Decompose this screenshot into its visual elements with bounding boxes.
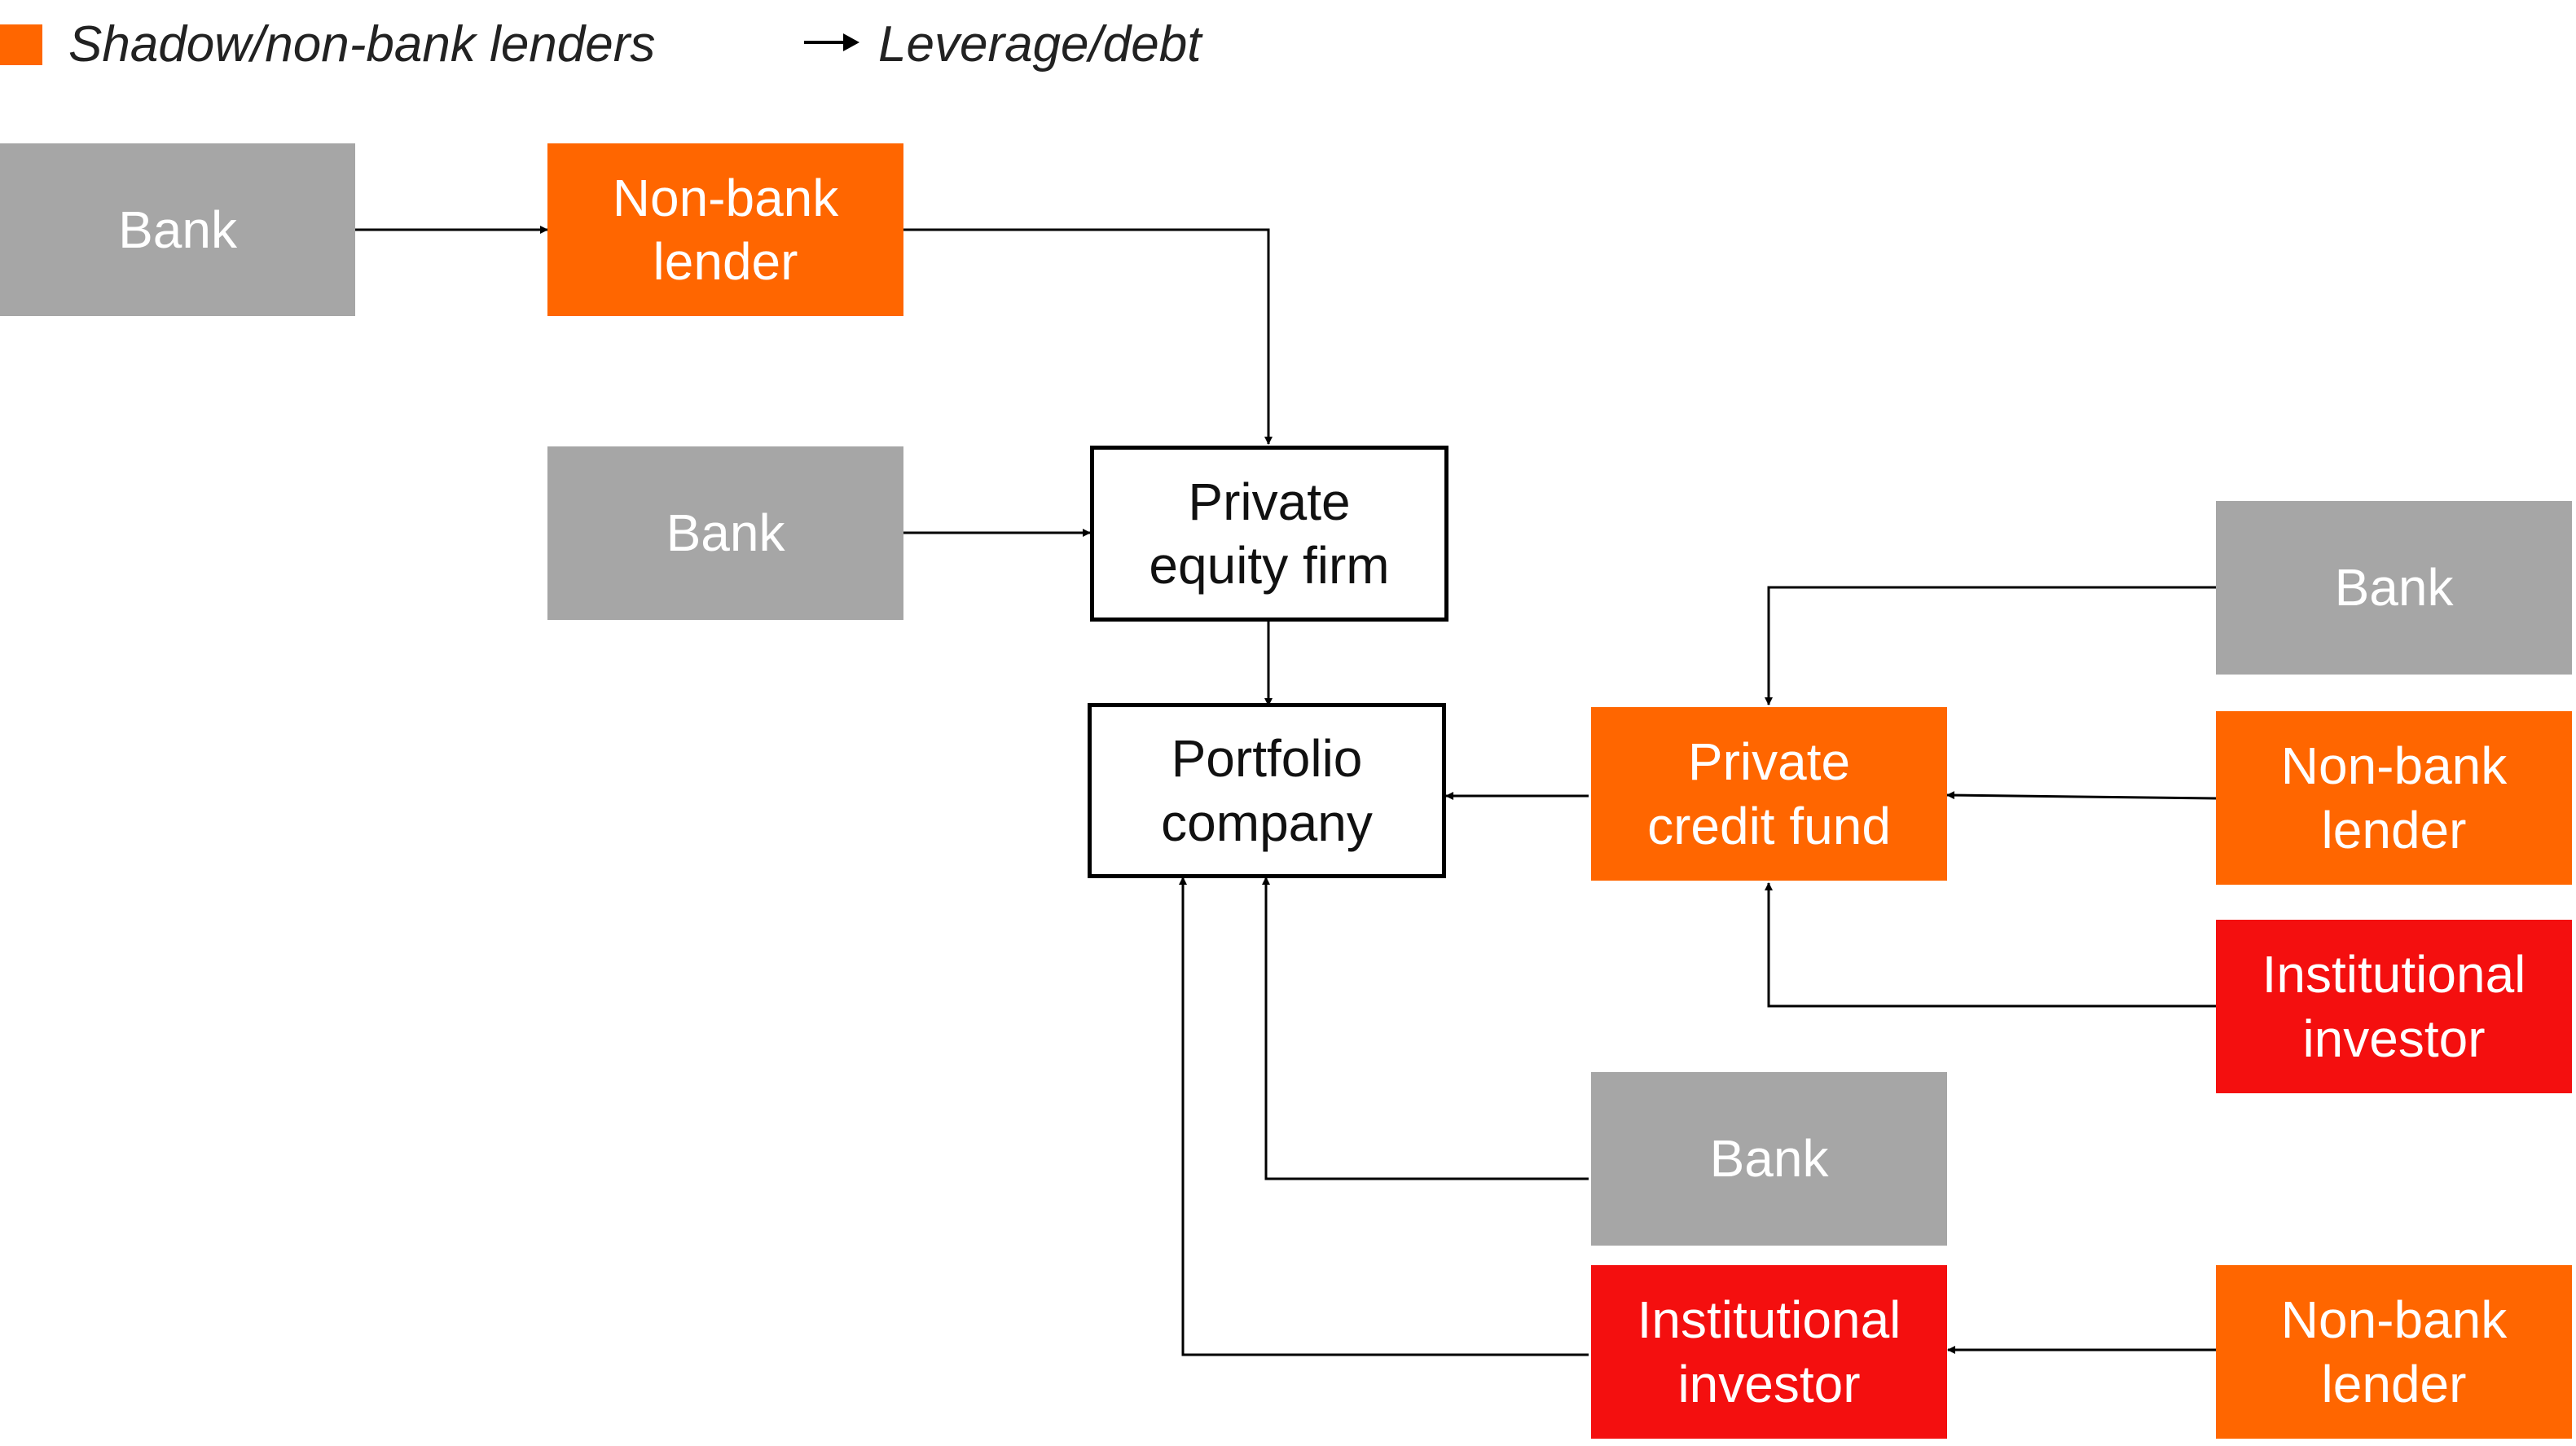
bank-node-2: Bank xyxy=(547,446,903,620)
edge-institutional2-to-portfolio xyxy=(1179,877,1589,1356)
portfolio-company-node: Portfolio company xyxy=(1088,703,1446,878)
non-bank-lender-node-3: Non-bank lender xyxy=(2216,1265,2572,1439)
bank-node-1: Bank xyxy=(0,143,355,316)
edge-bank3-to-creditfund xyxy=(1765,586,2216,705)
right-arrow-icon xyxy=(804,33,859,51)
edge-nonbank2-to-creditfund xyxy=(1946,791,2217,800)
institutional-investor-node-1: Institutional investor xyxy=(2216,920,2572,1093)
legend-shadow-label: Shadow/non-bank lenders xyxy=(68,16,656,73)
legend-orange-swatch xyxy=(0,24,42,65)
non-bank-lender-node-2: Non-bank lender xyxy=(2216,711,2572,885)
edge-nonbank1-to-pe xyxy=(903,228,1273,445)
bank-node-3: Bank xyxy=(2216,501,2572,675)
institutional-investor-node-2: Institutional investor xyxy=(1591,1265,1947,1439)
legend-leverage-label: Leverage/debt xyxy=(878,16,1202,73)
private-credit-fund-node: Private credit fund xyxy=(1591,707,1947,881)
edge-institutional1-to-creditfund xyxy=(1765,882,2216,1008)
bank-node-4: Bank xyxy=(1591,1072,1947,1246)
private-equity-firm-node: Private equity firm xyxy=(1090,446,1448,622)
non-bank-lender-node-1: Non-bank lender xyxy=(547,143,903,316)
edge-bank4-to-portfolio xyxy=(1262,877,1589,1180)
